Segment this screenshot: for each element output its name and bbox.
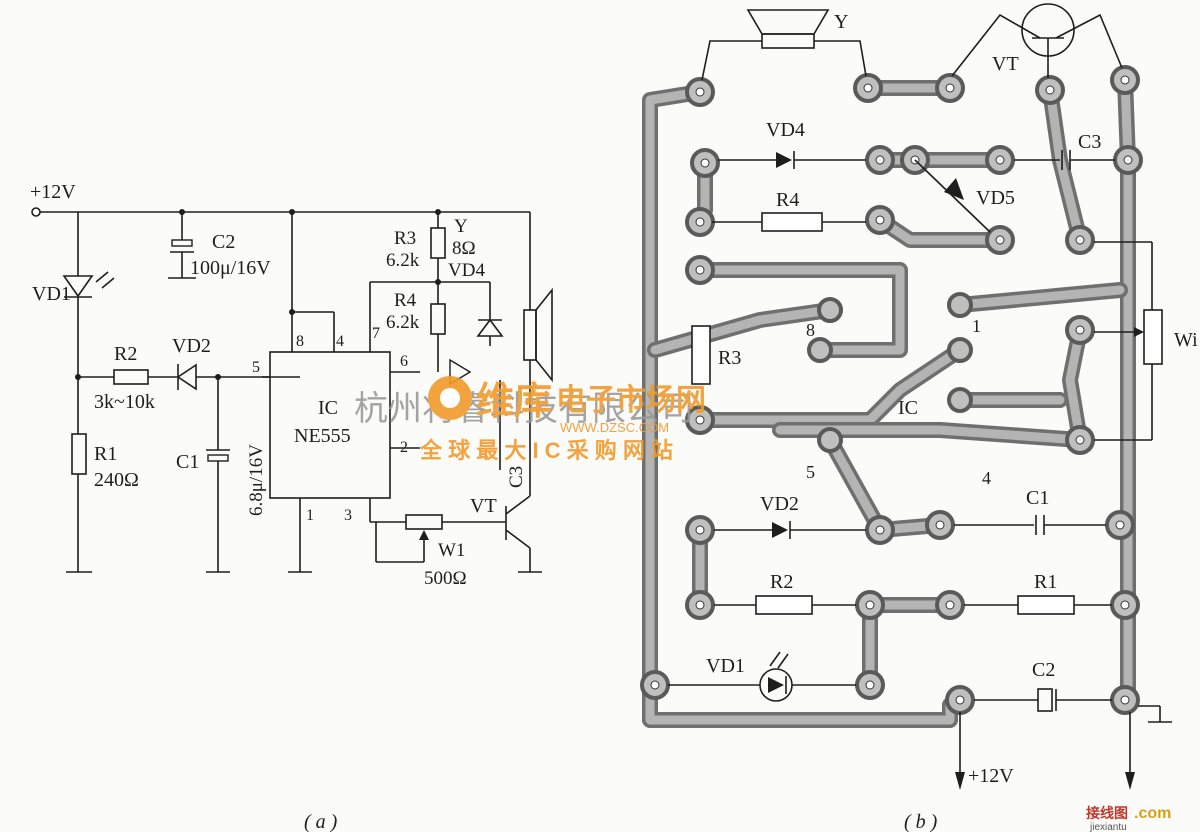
y-label: Y	[454, 216, 468, 237]
r3-value: 6.2k	[386, 250, 420, 271]
pcb-w-label: Wi	[1174, 329, 1198, 351]
pcb-c2-label: C2	[1032, 659, 1055, 681]
pin3-label: 3	[344, 507, 352, 524]
pcb-y-label: Y	[834, 11, 848, 33]
vd4-label: VD4	[448, 260, 485, 281]
vd2-label: VD2	[172, 335, 211, 357]
footer-logo-suffix: .com	[1134, 805, 1171, 822]
r2-label: R2	[114, 343, 137, 365]
c3-label: C3	[506, 466, 527, 488]
c2-label: C2	[212, 231, 235, 253]
pcb-vd4-label: VD4	[766, 119, 805, 141]
watermark-company: 杭州将睿科技有限公司	[354, 390, 694, 428]
watermark: 杭州将睿科技有限公司 维库 电子市场网 WWW.DZSC.COM 全 球 最 大…	[354, 376, 706, 463]
pin4-label: 4	[336, 333, 344, 350]
pcb-b: Y VT VD4 C3 VD5 R4 R3	[640, 3, 1198, 832]
pcb-r3-label: R3	[718, 347, 741, 369]
watermark-brand2: 电子市场网	[556, 383, 706, 417]
ic-label: IC	[318, 397, 338, 419]
c1-label: C1	[176, 451, 199, 473]
pcb-pin5: 5	[806, 462, 815, 482]
y-value: 8Ω	[452, 238, 476, 259]
r1-value: 240Ω	[94, 469, 139, 491]
pcb-vd1-label: VD1	[706, 655, 745, 677]
pcb-r1-label: R1	[1034, 571, 1057, 593]
supply-label: +12V	[30, 181, 76, 203]
pcb-c1-label: C1	[1026, 487, 1049, 509]
r4-label: R4	[394, 290, 417, 311]
pcb-vd2-label: VD2	[760, 493, 799, 515]
pin5-label: 5	[252, 359, 260, 376]
watermark-url: WWW.DZSC.COM	[560, 420, 669, 435]
pcb-c3-label: C3	[1078, 131, 1101, 153]
pin6-label: 6	[400, 353, 408, 370]
pin7-label: 7	[372, 325, 380, 342]
vd1-label: VD1	[32, 283, 71, 305]
w1-value: 500Ω	[424, 568, 467, 589]
pcb-pads	[640, 65, 1143, 715]
pcb-ic-label: IC	[898, 397, 918, 419]
c1-value: 6.8μ/16V	[246, 444, 267, 516]
pcb-vt-label: VT	[992, 53, 1019, 75]
pcb-pin4: 4	[982, 468, 991, 488]
ic-part: NE555	[294, 425, 351, 447]
r2-value: 3k~10k	[94, 391, 155, 413]
ic-box	[269, 351, 391, 499]
pin8-label: 8	[296, 333, 304, 350]
r3-label: R3	[394, 228, 416, 249]
footer-logo: 接线图 .com jiexiantu	[1086, 805, 1171, 832]
pcb-supply-label: +12V	[968, 765, 1014, 787]
r1-label: R1	[94, 443, 117, 465]
w1-label: W1	[438, 540, 465, 561]
pcb-vd5-label: VD5	[976, 187, 1015, 209]
vt-label: VT	[470, 495, 497, 517]
footer-logo-domain: jiexiantu	[1089, 822, 1127, 832]
r4-value: 6.2k	[386, 312, 420, 333]
pcb-pin1: 1	[972, 316, 981, 336]
watermark-slogan: 全 球 最 大 I C 采 购 网 站	[419, 438, 673, 463]
pin1-label: 1	[306, 507, 314, 524]
caption-a: ( a )	[304, 811, 338, 832]
caption-b: ( b )	[904, 811, 938, 832]
pcb-r4-label: R4	[776, 189, 799, 211]
pcb-r2-label: R2	[770, 571, 793, 593]
c2-value: 100μ/16V	[190, 257, 271, 279]
footer-logo-name: 接线图	[1086, 805, 1128, 821]
schematic-a: +12V VD1 R1 240Ω R2 3k~10k VD2 C1	[30, 181, 553, 832]
pcb-pin8: 8	[806, 320, 815, 340]
watermark-brand: 维库	[476, 381, 552, 423]
